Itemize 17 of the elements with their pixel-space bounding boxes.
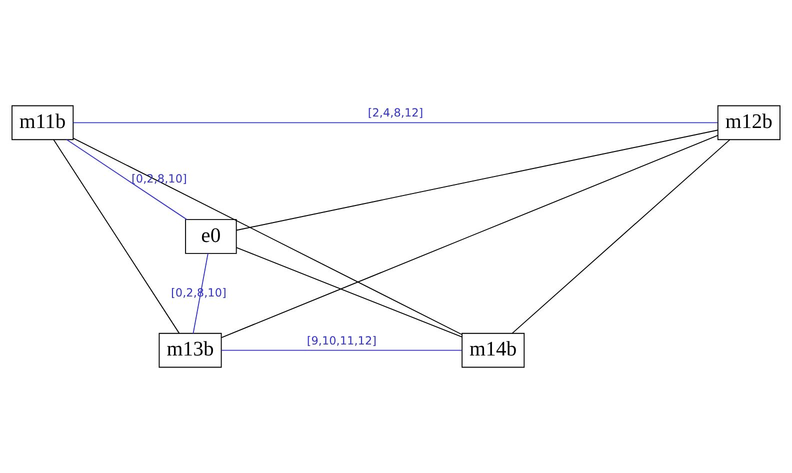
connector — [72, 122, 718, 124]
connector — [53, 139, 180, 334]
connector — [66, 139, 188, 220]
node-box: m12b — [717, 105, 780, 140]
connector — [236, 247, 462, 338]
connector — [221, 350, 462, 351]
node-box: e0 — [185, 219, 237, 254]
edge-label: [9,10,11,12] — [306, 334, 377, 348]
connector — [192, 253, 208, 334]
node-box: m11b — [12, 105, 74, 140]
node-box: m13b — [158, 332, 222, 368]
connector — [221, 134, 718, 338]
node-box: m14b — [462, 332, 525, 368]
edge-label: [2,4,8,12] — [368, 106, 424, 120]
connector — [72, 138, 462, 335]
connector — [236, 130, 718, 231]
connector — [512, 139, 730, 334]
